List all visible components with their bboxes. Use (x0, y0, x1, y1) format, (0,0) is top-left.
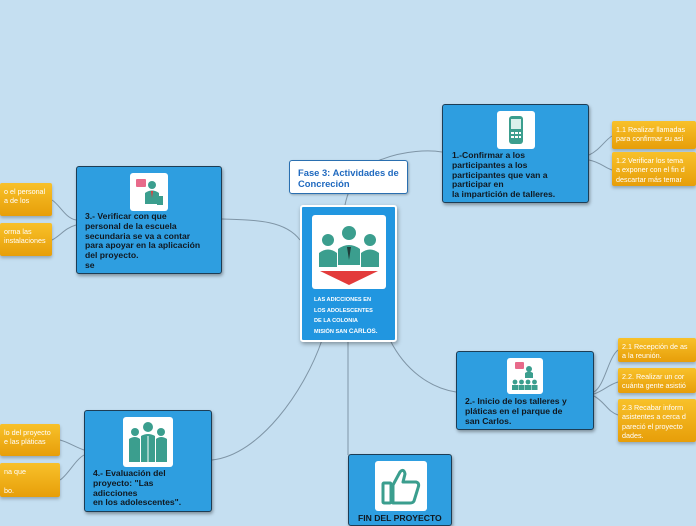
note-line: o el personal (4, 187, 46, 196)
subtopic-note-4-1[interactable]: lo del proyecto e las pláticas (0, 424, 60, 456)
subtopic-note-2-3[interactable]: 2.3 Recabar inform asistentes a cerca d … (618, 399, 696, 442)
card-line: secundaria se va a contar (85, 230, 191, 241)
topic-card-4[interactable]: 4.- Evaluación del proyecto: "Las adicci… (84, 410, 212, 512)
card-icon-box (375, 461, 427, 511)
note-line: a la reunión. (622, 351, 662, 361)
central-topic-card[interactable]: LAS ADICCIONES EN LOS ADOLESCENTES DE LA… (300, 205, 397, 342)
card-line: la impartición de talleres. (452, 189, 556, 200)
center-line: LOS ADOLESCENTES (314, 307, 373, 314)
end-card[interactable]: FIN DEL PROYECTO (348, 454, 452, 526)
note-line: pareció el proyecto (622, 421, 683, 431)
center-line: MISIÓN SAN CARLOS. (314, 327, 394, 338)
center-line-part: MISIÓN SAN (314, 328, 348, 335)
subtopic-note-4-2[interactable]: na que bo. (0, 463, 60, 497)
card-line: del proyecto. (85, 250, 139, 261)
note-line: orma las (4, 227, 32, 236)
card-line: pláticas en el parque de (465, 405, 563, 416)
card-line: para apoyar en la aplicación (85, 240, 201, 251)
card-line: san Carlos. (465, 415, 512, 426)
subtopic-note-3-1[interactable]: o el personal a de los (0, 183, 52, 216)
card-icon-box (123, 417, 173, 467)
note-line: dades. (622, 431, 644, 441)
card-line: participantes a los (452, 159, 528, 170)
note-line: 2.3 Recabar inform (622, 403, 684, 412)
note-line: na que (4, 467, 26, 476)
note-line: descartar más temar (616, 174, 682, 184)
phone-icon (509, 116, 523, 144)
note-line: 1.1 Realizar llamadas (616, 125, 686, 134)
card-icon-box (507, 358, 543, 394)
note-line: 2.1 Recepción de as (622, 342, 688, 351)
subtopic-note-1-1[interactable]: 1.1 Realizar llamadas para confirmar su … (612, 121, 696, 149)
group-icon (129, 422, 167, 462)
card-line: FIN DEL PROYECTO (358, 513, 442, 523)
note-line: instalaciones (4, 236, 46, 246)
card-line: en los adolescentes". (93, 497, 182, 508)
note-line: bo. (4, 485, 14, 495)
card-line: participantes que van a (452, 169, 548, 180)
card-icon-box (497, 111, 535, 149)
center-line: DE LA COLONIA (314, 318, 358, 325)
card-text: 3.- Verificar con que personal de la esc… (85, 211, 223, 271)
note-line: asistentes a cerca d (622, 412, 686, 422)
center-line: LAS ADICCIONES EN (314, 297, 371, 303)
note-line: a de los (4, 196, 30, 206)
card-text: FIN DEL PROYECTO (358, 513, 450, 524)
card-line: participar en (452, 179, 504, 190)
card-line: adicciones (93, 487, 138, 498)
card-text: 1.-Confirmar a los participantes a los p… (452, 150, 587, 200)
note-line: e las pláticas (4, 437, 46, 447)
topic-card-2[interactable]: 2.- Inicio de los talleres y pláticas en… (456, 351, 594, 430)
note-line: lo del proyecto (4, 428, 51, 437)
center-line-part: CARLOS. (348, 327, 378, 335)
audience-icon (512, 362, 538, 390)
note-line (4, 476, 56, 485)
card-line: 3.- Verificar con que (85, 211, 167, 221)
presenter-icon (136, 179, 163, 205)
note-line: para confirmar su asi (616, 134, 684, 144)
team-icon (319, 226, 379, 285)
card-line: proyecto: "Las (93, 477, 154, 488)
topic-card-3[interactable]: 3.- Verificar con que personal de la esc… (76, 166, 222, 274)
card-line: se (85, 259, 95, 270)
note-line: 1.2 Verificar los tema (616, 156, 684, 165)
subtopic-note-1-2[interactable]: 1.2 Verificar los tema a exponer con el … (612, 152, 696, 186)
phase-title-box[interactable]: Fase 3: Actividades de Concreción (289, 160, 408, 194)
card-line: 4.- Evaluación del (93, 468, 166, 478)
subtopic-note-3-2[interactable]: orma las instalaciones (0, 223, 52, 256)
note-line: 2.2. Realizar un cor (622, 372, 685, 381)
central-topic-text: LAS ADICCIONES EN LOS ADOLESCENTES DE LA… (314, 295, 394, 337)
card-line: 1.-Confirmar a los (452, 150, 526, 160)
card-icon-box (130, 173, 168, 211)
thumbs-up-icon (381, 468, 421, 505)
subtopic-note-2-1[interactable]: 2.1 Recepción de as a la reunión. (618, 338, 696, 362)
note-line: a exponer con el fin d (616, 165, 685, 175)
card-line: 2.- Inicio de los talleres y (465, 396, 567, 406)
team-illustration (312, 215, 386, 289)
subtopic-note-2-2[interactable]: 2.2. Realizar un cor cuánta gente asisti… (618, 368, 696, 393)
topic-card-1[interactable]: 1.-Confirmar a los participantes a los p… (442, 104, 589, 203)
card-text: 4.- Evaluación del proyecto: "Las adicci… (93, 468, 211, 508)
note-line: cuánta gente asistió (622, 381, 686, 391)
card-text: 2.- Inicio de los talleres y pláticas en… (465, 396, 593, 426)
card-line: personal de la escuela (85, 220, 177, 231)
